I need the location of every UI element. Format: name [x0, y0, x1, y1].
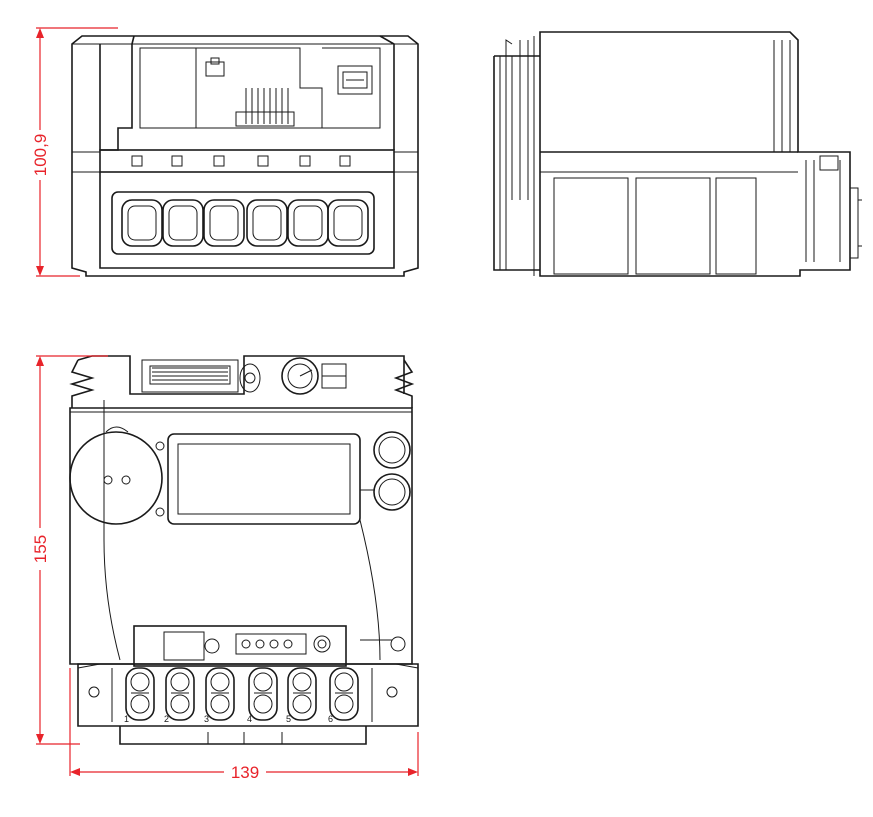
side-view	[493, 31, 862, 277]
top-terminal-opening: 1	[124, 667, 155, 724]
top-terminal-opening: 5	[286, 667, 317, 724]
top-terminal-opening: 3	[204, 667, 235, 724]
terminal-number: 1	[124, 714, 129, 724]
top-terminal-opening: 2	[164, 667, 195, 724]
front-terminal-opening	[287, 199, 329, 247]
terminal-number: 4	[247, 714, 252, 724]
front-view	[71, 35, 419, 277]
dimension-width: 139	[69, 668, 419, 782]
front-terminal-opening	[162, 199, 204, 247]
top-terminal-openings: 1 2 3 4 5 6	[124, 667, 359, 724]
terminal-number: 3	[204, 714, 209, 724]
front-terminal-opening	[246, 199, 288, 247]
dimension-height-front: 100,9	[28, 27, 118, 277]
terminal-number: 6	[328, 714, 333, 724]
top-view	[69, 355, 419, 745]
terminal-number: 2	[164, 714, 169, 724]
front-terminal-opening	[121, 199, 163, 247]
dimension-height-top: 155	[28, 355, 108, 745]
top-terminal-opening: 6	[328, 667, 359, 724]
front-terminal-opening	[203, 199, 245, 247]
front-terminal-opening	[327, 199, 369, 247]
terminal-number: 5	[286, 714, 291, 724]
height-top-label: 155	[31, 535, 50, 563]
width-label: 139	[231, 763, 259, 782]
top-terminal-opening: 4	[247, 667, 278, 724]
height-front-label: 100,9	[31, 134, 50, 177]
front-terminal-openings	[121, 199, 369, 247]
